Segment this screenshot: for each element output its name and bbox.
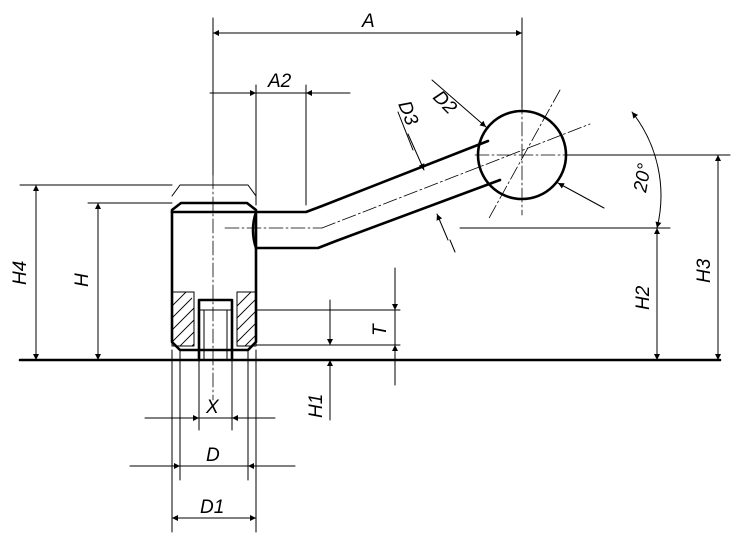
label-d3: D3 <box>393 98 422 129</box>
lever-arm <box>254 139 490 214</box>
center-lines <box>212 89 661 401</box>
hatch-border-left <box>171 291 195 347</box>
label-x: X <box>205 397 220 418</box>
hub-top-phantom <box>171 184 257 197</box>
label-d1: D1 <box>200 497 224 518</box>
label-a2: A2 <box>267 71 292 92</box>
label-d: D <box>206 445 220 466</box>
arm-root-curve <box>251 210 258 250</box>
label-h1: H1 <box>306 394 327 418</box>
part-outline <box>18 109 722 362</box>
dimension-labels: A A2 D2 D3 20° H4 H H3 H2 T H1 X D D1 <box>10 11 715 518</box>
label-t: T <box>370 323 391 336</box>
label-h2: H2 <box>633 285 654 310</box>
hub-body <box>170 201 258 352</box>
label-h3: H3 <box>694 258 715 283</box>
extension-lines <box>19 17 731 533</box>
hatch-border-right <box>236 291 257 347</box>
label-h4: H4 <box>10 261 31 285</box>
dimension-lines <box>33 30 721 521</box>
lever-arm-lower <box>254 178 502 250</box>
label-a: A <box>361 11 375 32</box>
section-hatching <box>172 292 256 346</box>
threaded-insert <box>197 298 234 362</box>
label-angle: 20° <box>630 162 656 195</box>
label-h: H <box>72 273 93 287</box>
label-d2: D2 <box>428 87 460 119</box>
